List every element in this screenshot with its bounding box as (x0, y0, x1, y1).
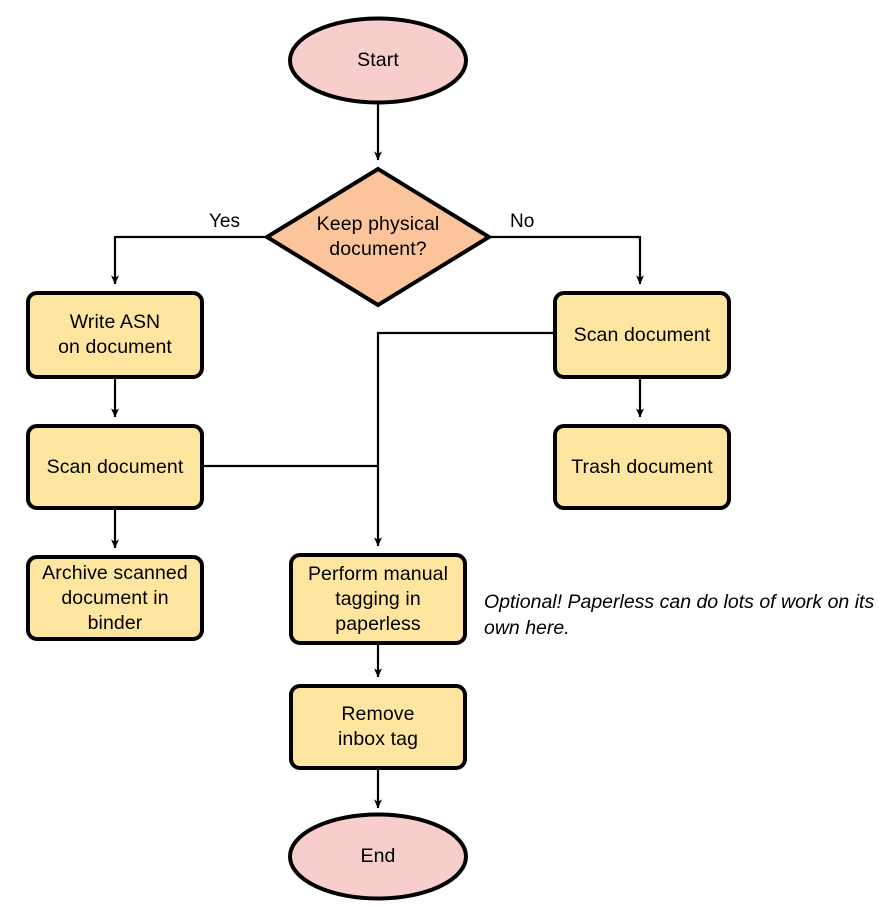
node-trash-document[interactable] (553, 424, 731, 510)
node-scan-document-right[interactable] (553, 291, 731, 379)
node-remove-inbox-tag[interactable] (289, 684, 467, 770)
node-scan-document-left[interactable] (26, 424, 204, 510)
node-start[interactable] (288, 16, 468, 105)
edge-scan-right-to-manual-tagging (374, 331, 553, 547)
node-archive-scanned-document[interactable] (26, 555, 204, 641)
edge-label-yes: Yes (209, 211, 240, 232)
node-manual-tagging[interactable] (289, 553, 467, 645)
edge-decision-no-to-scan-right (491, 235, 644, 285)
connector-layer (111, 103, 644, 809)
node-keep-physical-document[interactable] (263, 166, 493, 308)
edge-label-no: No (510, 211, 535, 232)
edge-decision-yes-to-write-asn (111, 235, 265, 285)
node-end[interactable] (288, 812, 468, 901)
node-write-asn[interactable] (26, 291, 204, 379)
optional-note-annotation: Optional! Paperless can do lots of work … (484, 591, 875, 639)
